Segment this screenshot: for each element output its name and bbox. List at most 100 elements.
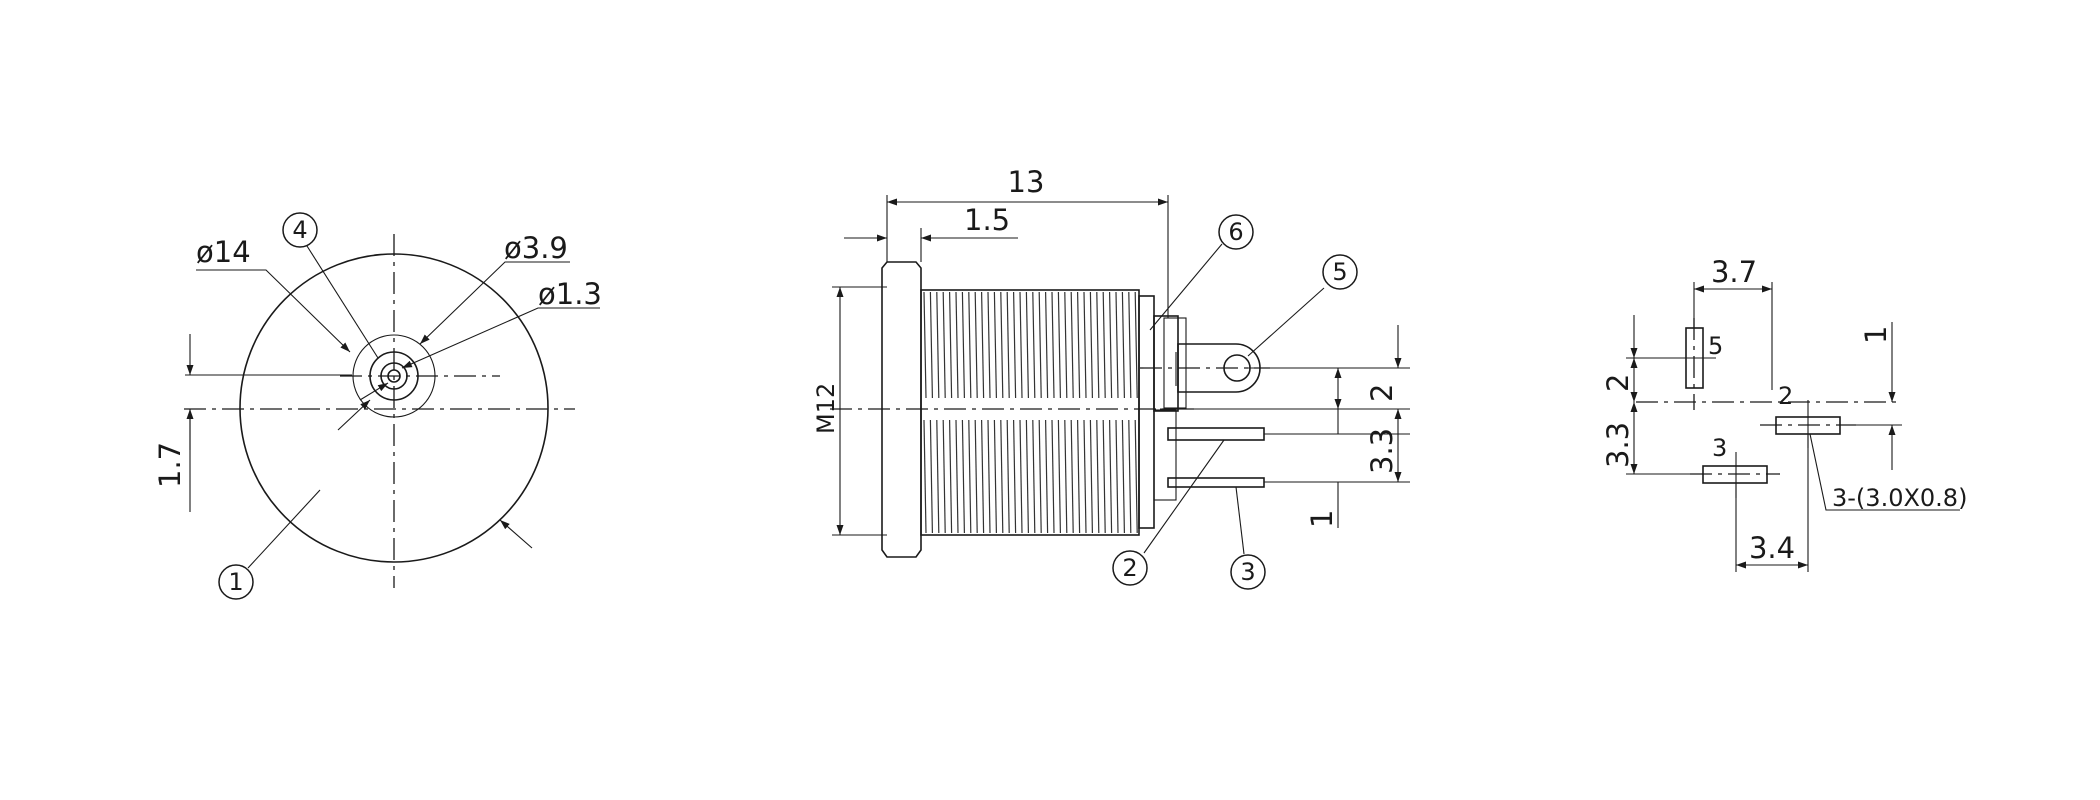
- front-dim-hole-arrow: [337, 399, 371, 431]
- thread-line: [1115, 419, 1119, 534]
- thread-line: [1045, 291, 1049, 399]
- thread-line: [974, 291, 978, 399]
- callout-6-label: 6: [1228, 218, 1243, 246]
- pcb-pin-label-5: 5: [1708, 332, 1723, 360]
- callout-3-label: 3: [1240, 558, 1255, 586]
- side-rear-housing: [1153, 315, 1179, 412]
- pcb-pad-note-leader: [1809, 433, 1960, 511]
- thread-line: [1089, 291, 1093, 399]
- thread-line: [949, 291, 953, 399]
- callout-3-leader: [1235, 486, 1245, 555]
- thread-line: [968, 291, 972, 399]
- front-dim-outer-arrow: [499, 519, 533, 549]
- callout-3-bubble: [1230, 554, 1266, 590]
- side-terminal-5-tab: [1177, 343, 1261, 393]
- thread-line: [1109, 291, 1113, 399]
- pcb-dim-bottom: 3.4: [1749, 531, 1795, 565]
- thread-line: [1083, 419, 1087, 534]
- thread-line: [929, 419, 933, 534]
- thread-line: [936, 419, 940, 534]
- pcb-pad-note: 3-(3.0X0.8): [1832, 484, 1967, 512]
- front-dim-pin-leader: [401, 307, 600, 369]
- thread-line: [1057, 291, 1061, 399]
- thread-line: [1051, 291, 1055, 399]
- side-lower-housing: [1153, 409, 1177, 501]
- callout-4-label: 4: [292, 216, 307, 244]
- callout-1-bubble: [218, 564, 254, 600]
- thread-line: [929, 291, 933, 399]
- thread-line: [1083, 291, 1087, 399]
- side-dim-v3: 1: [1305, 510, 1339, 528]
- thread-line: [1121, 419, 1125, 534]
- pcb-dim-top: 3.7: [1711, 255, 1757, 289]
- pcb-view: 5 2 3 3.7 2 3.3 1 3.4: [1601, 255, 1967, 572]
- thread-line: [923, 291, 927, 399]
- thread-line: [1096, 419, 1100, 534]
- callout-5-label: 5: [1332, 258, 1347, 286]
- front-dim-outer-dia: ø14: [196, 235, 251, 269]
- callout-2-bubble: [1112, 550, 1148, 586]
- thread-line: [936, 291, 940, 399]
- thread-line: [1109, 419, 1113, 534]
- thread-line: [987, 419, 991, 534]
- thread-line: [1128, 419, 1132, 534]
- side-terminal-3-pin: [1167, 477, 1265, 488]
- thread-line: [1025, 291, 1029, 399]
- pcb-dim-right: 1: [1859, 326, 1893, 344]
- thread-line: [1013, 419, 1017, 534]
- thread-line: [1115, 291, 1119, 399]
- thread-line: [1064, 291, 1068, 399]
- pcb-pin-label-3: 3: [1712, 434, 1727, 462]
- callout-4-bubble: [282, 212, 318, 248]
- front-dim-outer-leader: [196, 269, 351, 353]
- thread-line: [1077, 419, 1081, 534]
- thread-line: [1032, 291, 1036, 399]
- callout-6-bubble: [1218, 214, 1254, 250]
- thread-line: [942, 419, 946, 534]
- thread-line: [1134, 291, 1138, 399]
- thread-line: [1019, 291, 1023, 399]
- thread-line: [993, 291, 997, 399]
- side-dim-flange: 1.5: [964, 203, 1010, 237]
- callout-5-bubble: [1322, 254, 1358, 290]
- thread-line: [1000, 291, 1004, 399]
- thread-line: [1102, 419, 1106, 534]
- thread-line: [1006, 291, 1010, 399]
- thread-line: [1006, 419, 1010, 534]
- pcb-pin-label-2: 2: [1778, 382, 1793, 410]
- thread-line: [1019, 419, 1023, 534]
- callout-2-leader: [1143, 439, 1225, 554]
- thread-line: [961, 419, 965, 534]
- side-thread-lines: [923, 291, 1138, 534]
- thread-line: [981, 419, 985, 534]
- front-dim-pin-dia: ø1.3: [538, 277, 602, 311]
- callout-4-leader: [306, 245, 379, 359]
- thread-line: [961, 291, 965, 399]
- side-dim-thread: M12: [812, 383, 840, 434]
- thread-line: [1051, 419, 1055, 534]
- thread-line: [1102, 291, 1106, 399]
- front-dim-hole-dia: ø3.9: [504, 231, 568, 265]
- front-dim-hole-leader: [419, 261, 570, 345]
- thread-line: [1038, 419, 1042, 534]
- side-dim-v2: 3.3: [1365, 428, 1399, 474]
- thread-line: [949, 419, 953, 534]
- callout-6-leader: [1149, 243, 1223, 331]
- callout-1-label: 1: [228, 568, 243, 596]
- thread-line: [974, 419, 978, 534]
- side-dim-v1: 2: [1365, 384, 1399, 402]
- thread-line: [1077, 291, 1081, 399]
- front-dim-offset: 1.7: [153, 442, 187, 488]
- side-terminal-2-pin: [1167, 427, 1265, 441]
- thread-line: [1064, 419, 1068, 534]
- side-thread-body: [920, 289, 1140, 536]
- callout-5-leader: [1247, 287, 1325, 357]
- thread-line: [1025, 419, 1029, 534]
- side-rear-nut: [1138, 295, 1155, 529]
- thread-line: [955, 419, 959, 534]
- thread-line: [1128, 291, 1132, 399]
- thread-line: [1134, 419, 1138, 534]
- thread-line: [993, 419, 997, 534]
